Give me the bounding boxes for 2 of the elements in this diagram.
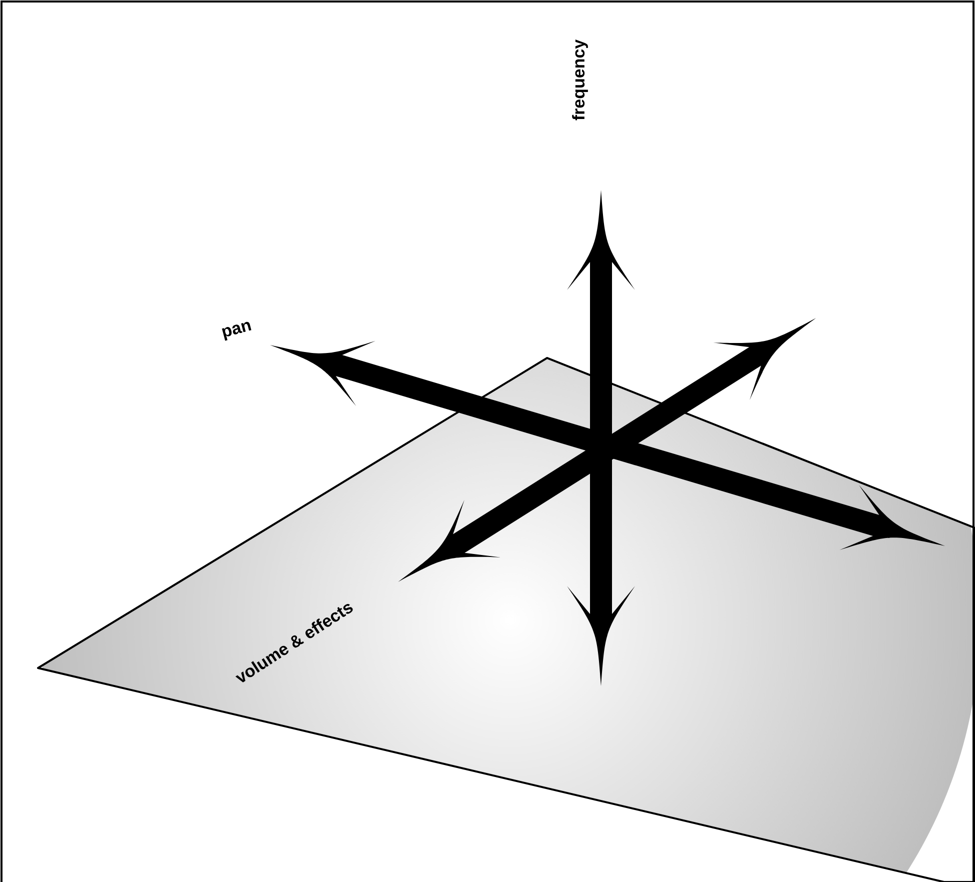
axis-label: pan	[222, 322, 252, 341]
axis-label: frequency	[572, 39, 588, 120]
